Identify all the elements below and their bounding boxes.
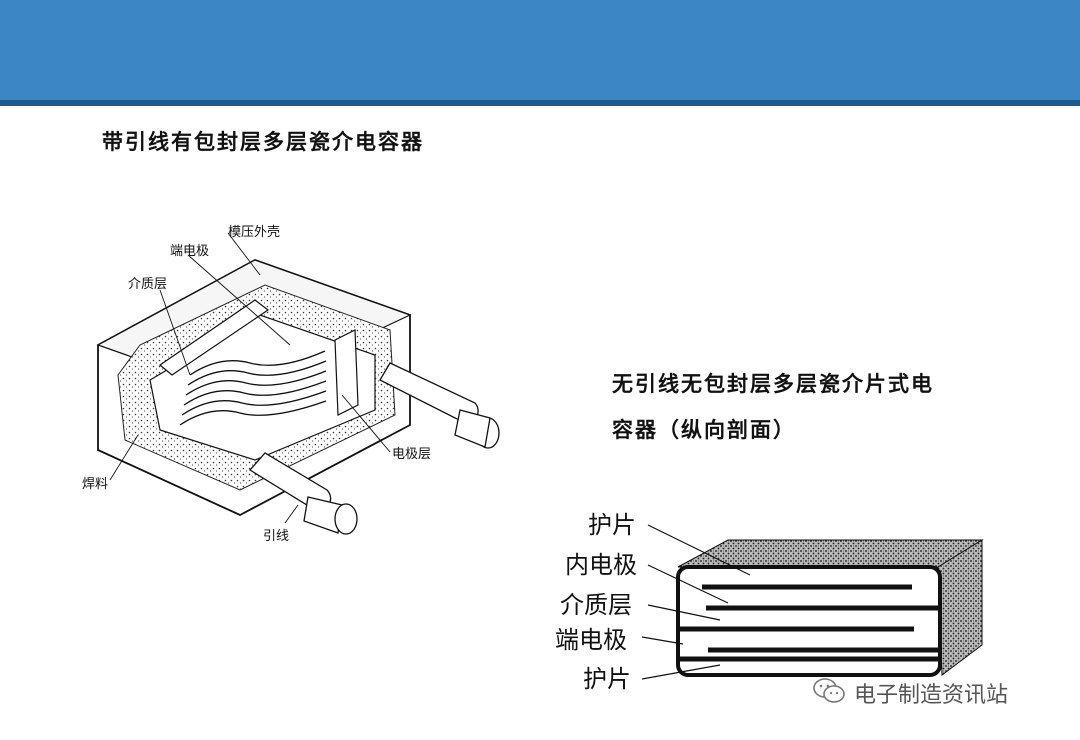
leaded-capacitor-diagram: 模压外壳 端电极 介质层 电极层 焊料 引线	[82, 225, 500, 544]
chip-top-face	[677, 539, 984, 568]
left-diagram-title: 带引线有包封层多层瓷介电容器	[102, 130, 424, 154]
label-electrode-layer: 电极层	[392, 447, 431, 462]
header-bar	[0, 0, 1080, 100]
header-divider	[0, 100, 1080, 106]
chip-capacitor-diagram: 护片 内电极 介质层 端电极 护片	[555, 511, 984, 693]
label-solder: 焊料	[82, 476, 108, 492]
label-inner-electrode: 内电极	[565, 551, 637, 579]
label-dielectric-layer: 介质层	[128, 277, 167, 292]
label-end-electrode: 端电极	[170, 244, 209, 259]
wechat-icon	[812, 677, 846, 709]
label-lead: 引线	[263, 529, 289, 544]
label-bottom-plate: 护片	[583, 665, 631, 693]
label-dielectric: 介质层	[560, 591, 632, 619]
watermark-text: 电子制造资讯站	[854, 683, 1009, 708]
label-molded-case: 模压外壳	[228, 225, 280, 240]
watermark: 电子制造资讯站	[812, 677, 1008, 709]
right-diagram-title-line2: 容器（纵向剖面）	[612, 418, 796, 442]
label-top-plate: 护片	[588, 511, 636, 539]
right-diagram-title-line1: 无引线无包封层多层瓷介片式电	[612, 372, 934, 396]
label-end-electrode-chip: 端电极	[555, 626, 627, 654]
